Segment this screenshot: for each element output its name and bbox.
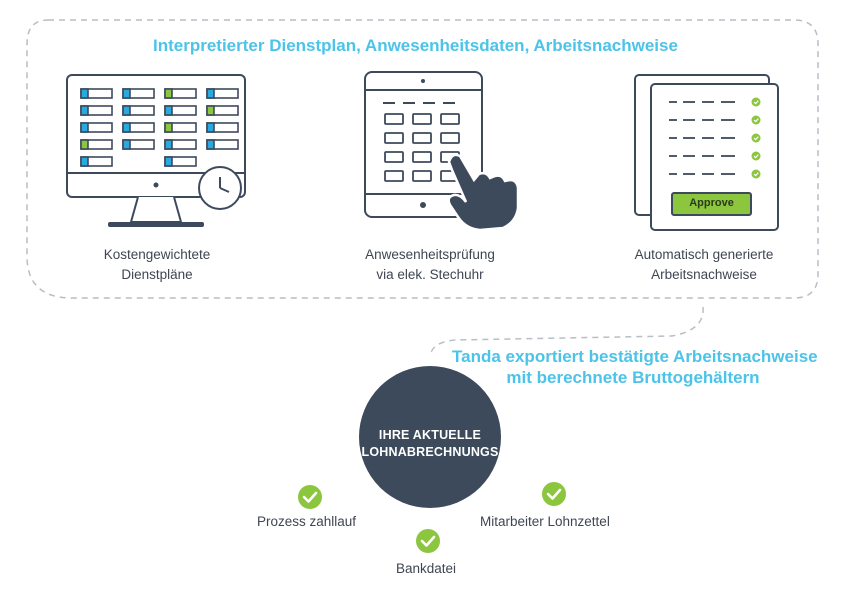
schedule-cell	[80, 156, 113, 167]
schedule-cell	[206, 105, 239, 116]
export-text: Tanda exportiert bestätigte Arbeitsnachw…	[452, 346, 818, 388]
row-check-icon	[751, 151, 761, 161]
schedule-cell	[164, 156, 197, 167]
export-text-line: mit berechnete Bruttogehältern	[506, 368, 760, 387]
feature-caption-line: Kostengewichtete	[103, 247, 211, 262]
schedule-cell	[80, 88, 113, 99]
keypad-key	[384, 132, 404, 144]
feature-caption-schedule: Kostengewichtete Dienstpläne	[57, 245, 257, 285]
schedule-cell	[164, 139, 197, 150]
schedule-cell	[164, 122, 197, 133]
timesheet-row	[669, 169, 761, 179]
output-label-lohnzettel: Mitarbeiter Lohnzettel	[480, 514, 610, 529]
dashed-callout-tail	[429, 306, 704, 357]
keypad-key	[440, 113, 460, 125]
keypad-key	[412, 132, 432, 144]
check-icon-prozess	[298, 485, 322, 509]
keypad-key	[412, 113, 432, 125]
timesheet-row	[669, 97, 761, 107]
feature-caption-line: via elek. Stechuhr	[376, 267, 484, 282]
payroll-circle-line: IHRE AKTUELLE	[378, 428, 482, 442]
schedule-cell	[206, 122, 239, 133]
schedule-cell	[164, 88, 197, 99]
schedule-cell	[122, 122, 155, 133]
row-check-icon	[751, 115, 761, 125]
top-title: Interpretierter Dienstplan, Anwesenheits…	[153, 36, 678, 55]
schedule-cell	[122, 105, 155, 116]
feature-caption-timeclock: Anwesenheitsprüfung via elek. Stechuhr	[330, 245, 530, 285]
feature-caption-line: Automatisch generierte	[634, 247, 774, 262]
check-icon-lohnzettel	[542, 482, 566, 506]
keypad-key	[440, 132, 460, 144]
row-check-icon	[751, 97, 761, 107]
export-text-line: Tanda exportiert bestätigte Arbeitsnachw…	[452, 347, 818, 366]
payroll-circle-line: LOHNABRECHNUNGS	[361, 445, 499, 459]
keypad-key	[384, 113, 404, 125]
timesheet-row	[669, 133, 761, 143]
feature-caption-line: Arbeitsnachweise	[651, 267, 757, 282]
payroll-circle	[359, 366, 501, 508]
schedule-cell	[164, 105, 197, 116]
payroll-circle-label: IHRE AKTUELLE LOHNABRECHNUNGS	[359, 427, 501, 461]
feature-caption-line: Dienstpläne	[121, 267, 193, 282]
keypad-key	[412, 151, 432, 163]
approve-button[interactable]: Approve	[689, 197, 734, 209]
schedule-cell	[206, 139, 239, 150]
keypad-key	[384, 151, 404, 163]
output-label-prozess: Prozess zahllauf	[257, 514, 357, 529]
tablet-timeclock-icon	[364, 71, 520, 232]
feature-caption-line: Anwesenheitsprüfung	[365, 247, 495, 262]
row-check-icon	[751, 169, 761, 179]
output-label-bankdatei: Bankdatei	[396, 561, 457, 576]
row-check-icon	[751, 133, 761, 143]
schedule-cell	[122, 139, 155, 150]
schedule-cell	[122, 88, 155, 99]
pointing-hand-icon	[447, 153, 520, 232]
feature-caption-timesheets: Automatisch generierte Arbeitsnachweise	[604, 245, 804, 285]
schedule-cell	[80, 122, 113, 133]
timesheet-row	[669, 151, 761, 161]
keypad-key	[384, 170, 404, 182]
dashed-callout-outline	[26, 19, 819, 299]
timesheet-row	[669, 115, 761, 125]
schedule-cell	[80, 105, 113, 116]
schedule-cell	[206, 88, 239, 99]
check-icon-bankdatei	[416, 529, 440, 553]
schedule-cell	[80, 139, 113, 150]
keypad-key	[412, 170, 432, 182]
monitor-schedule-icon	[66, 74, 246, 227]
timesheet-approve-icon	[634, 74, 779, 231]
